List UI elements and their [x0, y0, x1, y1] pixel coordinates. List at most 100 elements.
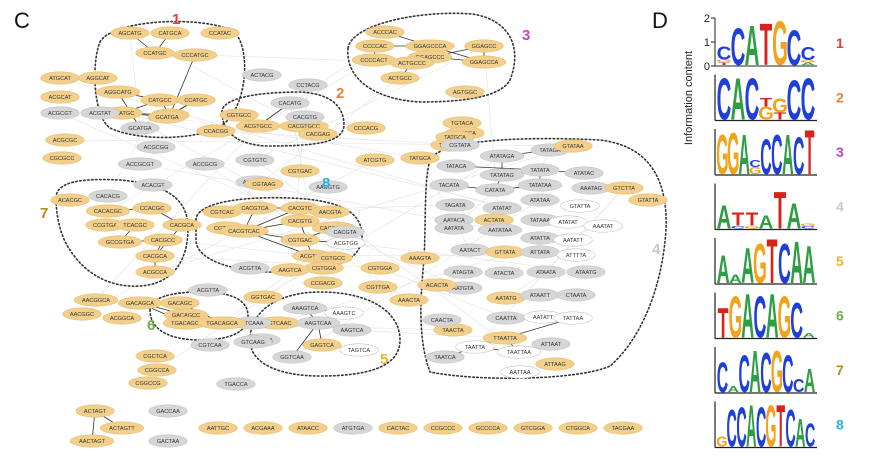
- kmer-node[interactable]: ACGGCA: [102, 311, 142, 325]
- kmer-node[interactable]: CACACG: [88, 189, 128, 203]
- kmer-node[interactable]: ATATAC: [564, 166, 604, 180]
- kmer-node[interactable]: TATATAG: [479, 168, 525, 182]
- kmer-node[interactable]: GTCGGA: [513, 421, 553, 435]
- kmer-node[interactable]: CGTTGA: [358, 280, 398, 294]
- kmer-node[interactable]: TATGCA: [400, 151, 440, 165]
- kmer-node[interactable]: ACTAGTT: [99, 421, 145, 435]
- kmer-node[interactable]: ATTAAT: [531, 337, 571, 351]
- kmer-node[interactable]: GTCAAG: [233, 335, 273, 349]
- kmer-node[interactable]: CCATAC: [200, 26, 240, 40]
- kmer-node[interactable]: AACGTG: [308, 180, 348, 194]
- kmer-node[interactable]: ATAACC: [288, 421, 328, 435]
- kmer-node[interactable]: CGTCAA: [190, 338, 230, 352]
- kmer-node[interactable]: AAGTCA: [332, 323, 372, 337]
- kmer-node[interactable]: AACGGC: [62, 307, 102, 321]
- kmer-node[interactable]: AAACTA: [389, 293, 429, 307]
- kmer-node[interactable]: GTATAA: [553, 139, 593, 153]
- kmer-node[interactable]: AATATG: [486, 291, 526, 305]
- kmer-node[interactable]: AATACT: [450, 243, 490, 257]
- kmer-node[interactable]: GGAGCCA: [461, 55, 507, 69]
- kmer-node[interactable]: AATATAA: [477, 223, 523, 237]
- kmer-node[interactable]: AGTGGC: [445, 85, 485, 99]
- kmer-node[interactable]: AATTGC: [198, 421, 238, 435]
- kmer-node[interactable]: TAATTAA: [496, 345, 542, 359]
- kmer-node[interactable]: ACGCCA: [135, 265, 175, 279]
- kmer-node[interactable]: TAGATA: [435, 198, 475, 212]
- kmer-node[interactable]: TACATA: [429, 178, 469, 192]
- kmer-node[interactable]: AATATT: [553, 233, 593, 247]
- kmer-node[interactable]: CGTGTC: [235, 153, 275, 167]
- kmer-node[interactable]: ACCGCGT: [117, 157, 163, 171]
- kmer-node[interactable]: CGTGAC: [280, 164, 320, 178]
- kmer-node[interactable]: CCCACG: [346, 121, 386, 135]
- kmer-node[interactable]: CACGCA: [162, 218, 202, 232]
- kmer-node[interactable]: CCGCCC: [423, 421, 463, 435]
- kmer-node[interactable]: AAGTCA: [270, 263, 310, 277]
- kmer-node[interactable]: GAGTCA: [302, 338, 342, 352]
- kmer-node[interactable]: ACGAAA: [243, 421, 283, 435]
- kmer-node[interactable]: CGTATA: [440, 138, 480, 152]
- kmer-node[interactable]: AATTAA: [500, 365, 540, 379]
- kmer-node[interactable]: CGGCCG: [128, 376, 168, 390]
- kmer-node[interactable]: GTATTA: [560, 199, 600, 213]
- kmer-node[interactable]: CATATA: [475, 183, 515, 197]
- kmer-node[interactable]: CACACGC: [85, 204, 131, 218]
- kmer-node[interactable]: AGCATG: [110, 26, 150, 40]
- kmer-node[interactable]: CCCCAC: [355, 39, 395, 53]
- kmer-node[interactable]: ATCGTG: [355, 153, 395, 167]
- kmer-node[interactable]: CGTAAG: [244, 177, 284, 191]
- kmer-node[interactable]: GTATTA: [628, 193, 668, 207]
- kmer-node[interactable]: CACGTG: [280, 214, 320, 228]
- kmer-node[interactable]: AAAGTCA: [282, 301, 328, 315]
- kmer-node[interactable]: ACTGCC: [380, 71, 420, 85]
- kmer-node[interactable]: CACTAC: [378, 421, 418, 435]
- kmer-node[interactable]: ATATAA: [520, 193, 560, 207]
- kmer-node[interactable]: CATGCA: [150, 26, 190, 40]
- kmer-node[interactable]: ATGTGA: [333, 421, 373, 435]
- kmer-node[interactable]: GTCTTA: [604, 181, 644, 195]
- kmer-node[interactable]: CACGCA: [135, 249, 175, 263]
- kmer-node[interactable]: ACGCGC: [45, 133, 85, 147]
- kmer-node[interactable]: TTAATTA: [482, 331, 528, 345]
- kmer-node[interactable]: GCATGA: [147, 110, 187, 124]
- kmer-node[interactable]: CGCTCA: [135, 349, 175, 363]
- kmer-node[interactable]: ATAATG: [566, 265, 606, 279]
- kmer-node[interactable]: CACATG: [270, 96, 310, 110]
- kmer-node[interactable]: CGTGAC: [280, 233, 320, 247]
- kmer-node[interactable]: AAATAT: [583, 219, 623, 233]
- kmer-node[interactable]: CCACGC: [132, 201, 172, 215]
- kmer-node[interactable]: CTAATA: [556, 288, 596, 302]
- kmer-node[interactable]: CCATGC: [176, 93, 216, 107]
- kmer-node[interactable]: ACCCAC: [365, 25, 405, 39]
- kmer-node[interactable]: CACGTCA: [232, 201, 278, 215]
- kmer-node[interactable]: AAAGTC: [324, 306, 364, 320]
- kmer-node[interactable]: ATATAGA: [479, 149, 525, 163]
- kmer-node[interactable]: GCCCCA: [468, 421, 508, 435]
- kmer-node[interactable]: CACGTCAC: [219, 224, 269, 238]
- kmer-node[interactable]: AACGTA: [310, 205, 350, 219]
- kmer-node[interactable]: GCCGTGA: [97, 235, 143, 249]
- kmer-node[interactable]: GGTCAA: [272, 350, 312, 364]
- kmer-node[interactable]: ATTAAG: [535, 357, 575, 371]
- kmer-node[interactable]: TGACCA: [216, 377, 256, 391]
- kmer-node[interactable]: CCTACG: [288, 78, 328, 92]
- kmer-node[interactable]: ACACGC: [50, 193, 90, 207]
- kmer-node[interactable]: TGACAGCA: [197, 316, 247, 330]
- kmer-node[interactable]: AGGCATG: [95, 85, 141, 99]
- kmer-node[interactable]: GACCAA: [148, 404, 188, 418]
- kmer-node[interactable]: CGTGGA: [360, 261, 400, 275]
- kmer-node[interactable]: CACGTG: [285, 110, 325, 124]
- kmer-node[interactable]: ACACGT: [133, 178, 173, 192]
- kmer-node[interactable]: CGCGCC: [42, 151, 82, 165]
- kmer-node[interactable]: CGTCAC: [202, 205, 242, 219]
- kmer-node[interactable]: TATACA: [436, 159, 476, 173]
- kmer-node[interactable]: CACGAG: [298, 127, 338, 141]
- kmer-node[interactable]: AATATA: [434, 221, 474, 235]
- kmer-node[interactable]: CACGCC: [143, 233, 183, 247]
- kmer-node[interactable]: ACGCGG: [136, 140, 176, 154]
- kmer-node[interactable]: ACACTA: [417, 278, 457, 292]
- kmer-node[interactable]: AAGTCAA: [295, 316, 341, 330]
- kmer-node[interactable]: ACGTTA: [230, 261, 270, 275]
- kmer-node[interactable]: AGGCAT: [78, 71, 118, 85]
- kmer-node[interactable]: TCACGC: [115, 218, 155, 232]
